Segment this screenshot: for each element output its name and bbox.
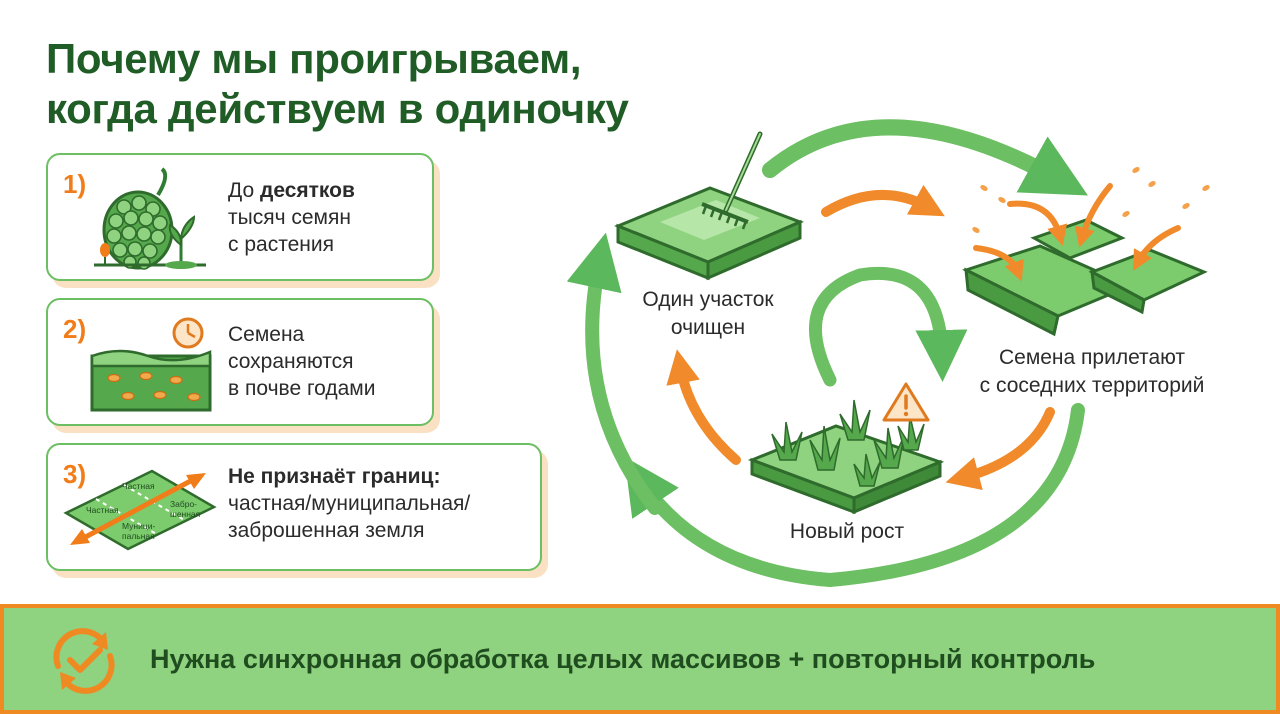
card-2-text: Семена сохраняются в почве годами	[228, 321, 375, 402]
grass-icon	[747, 399, 945, 515]
banner-text: Нужна синхронная обработка целых массиво…	[150, 644, 1096, 674]
card-2-line-1: Семена	[228, 323, 305, 346]
caption-seeds-arrive: Семена прилетают с соседних территорий	[942, 344, 1242, 400]
card-2-line-3: в почве годами	[228, 377, 376, 400]
land-plots-icon: Частная Частная Муници- пальная Забро- ш…	[63, 469, 217, 551]
card-1-line-3: с растения	[228, 233, 334, 256]
card-1-prefix: До	[228, 179, 260, 202]
map-label-abandoned-1: Забро-	[170, 499, 197, 509]
caption-cleared: Один участок очищен	[608, 286, 808, 342]
orange-arrow-to-growth	[945, 407, 1055, 491]
map-label-municipal-1: Муници-	[122, 521, 155, 531]
card-seed-bank: 2) Семена сохраняются в почве годами	[46, 298, 434, 426]
card-3-text: Не признаёт границ: частная/муниципальна…	[228, 463, 470, 544]
card-no-borders: 3) Частная Частная Муници- пальная Забро…	[46, 443, 542, 571]
title-line-1: Почему мы проигрываем,	[46, 35, 582, 82]
card-2-line-2: сохраняются	[228, 350, 354, 373]
card-number-1: 1)	[63, 169, 87, 199]
cycle-arrow-top	[762, 119, 1088, 196]
warning-icon	[882, 382, 930, 422]
card-1-bold: десятков	[259, 179, 355, 202]
cycle-arrow-bottom	[624, 403, 1085, 588]
orange-arrow-to-cleared	[666, 349, 741, 465]
conclusion-banner: Нужна синхронная обработка целых массиво…	[0, 604, 1280, 714]
seed-plant-icon	[94, 167, 206, 270]
title-line-2: когда действуем в одиночку	[46, 85, 629, 132]
weed-cycle-diagram	[566, 119, 1210, 588]
card-1-text: До десятков тысяч семян с растения	[228, 177, 355, 258]
orange-arrow-to-seeds	[821, 184, 945, 217]
card-3-line-1: Не признаёт границ:	[228, 463, 470, 490]
card-seeds-count: 1) До десятков тысяч семян с растения	[46, 153, 434, 281]
card-3-line-2: частная/муниципальная/	[228, 492, 471, 515]
rake-icon	[614, 131, 804, 281]
cycle-arrow-inner	[809, 267, 968, 387]
card-number-2: 2)	[63, 314, 87, 344]
page-title: Почему мы проигрываем, когда действуем в…	[46, 34, 629, 134]
soil-clock-icon	[90, 317, 212, 412]
caption-seeds-line-1: Семена прилетают	[998, 346, 1186, 369]
caption-growth-line-1: Новый рост	[789, 520, 905, 543]
caption-cleared-line-2: очищен	[670, 316, 746, 339]
caption-cleared-line-1: Один участок	[642, 288, 774, 311]
caption-new-growth: Новый рост	[757, 518, 937, 546]
cycle-arrow-left	[566, 232, 662, 515]
card-3-bold: Не признаёт границ:	[228, 465, 441, 488]
card-1-line-2: тысяч семян	[228, 206, 351, 229]
map-label-abandoned-2: шенная	[170, 509, 201, 519]
card-1-line-1: До десятков	[228, 177, 355, 204]
card-number-3: 3)	[63, 459, 87, 489]
card-3-line-3: заброшенная земля	[228, 519, 425, 542]
map-label-private: Частная	[122, 481, 155, 491]
caption-seeds-line-2: с соседних территорий	[979, 374, 1205, 397]
map-label-municipal-2: пальная	[122, 531, 155, 541]
seeds-falling-icon	[962, 167, 1210, 337]
map-label-private-small: Частная	[86, 505, 119, 515]
sync-check-icon	[53, 628, 115, 694]
